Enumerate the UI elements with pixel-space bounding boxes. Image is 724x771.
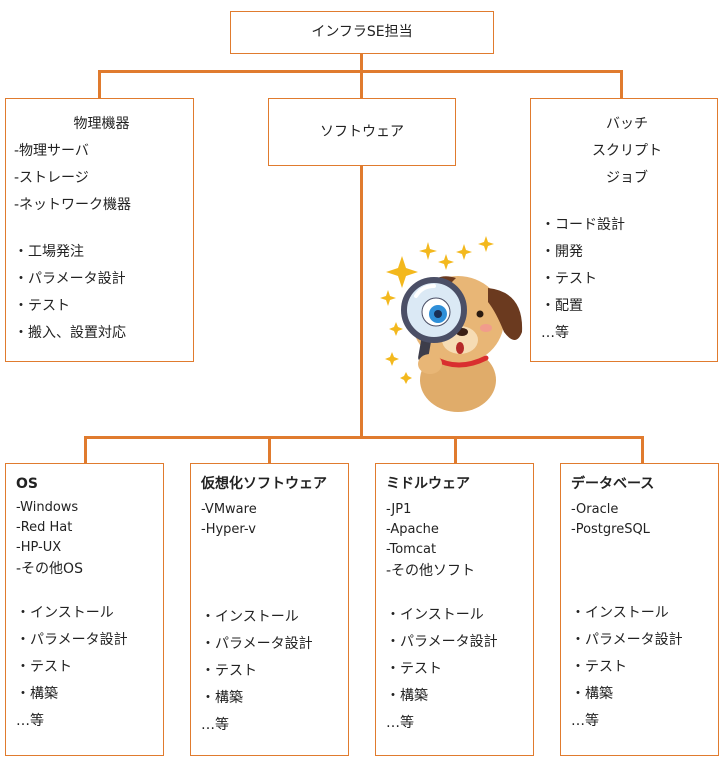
- virtual-task: ・構築: [201, 690, 243, 706]
- physical-task: ・テスト: [14, 298, 70, 314]
- virtual-task: ・テスト: [201, 663, 257, 679]
- virtual-box: 仮想化ソフトウェア -VMware -Hyper-v ・インストール ・パラメー…: [190, 463, 349, 756]
- physical-item: -ストレージ: [14, 170, 89, 186]
- database-item: -Oracle: [571, 502, 619, 517]
- batch-task: ・テスト: [541, 271, 597, 287]
- middleware-task: …等: [386, 715, 414, 731]
- connector-bottom-horizontal: [84, 436, 644, 439]
- physical-item: -ネットワーク機器: [14, 197, 132, 213]
- virtual-item: -Hyper-v: [201, 522, 256, 537]
- middleware-item: -Apache: [386, 522, 439, 537]
- os-box: OS -Windows -Red Hat -HP-UX -その他OS ・インスト…: [5, 463, 164, 756]
- os-item: -HP-UX: [16, 540, 62, 555]
- connector-root-down: [360, 53, 363, 71]
- middleware-task: ・構築: [386, 688, 428, 704]
- connector-software-down: [360, 166, 363, 438]
- middleware-box: ミドルウェア -JP1 -Apache -Tomcat -その他ソフト ・インス…: [375, 463, 534, 756]
- virtual-task: ・インストール: [201, 609, 299, 625]
- middleware-title: ミドルウェア: [386, 476, 470, 492]
- database-title: データベース: [571, 476, 655, 492]
- os-item: -Windows: [16, 500, 79, 515]
- physical-task: ・搬入、設置対応: [14, 325, 126, 341]
- software-title: ソフトウェア: [320, 124, 404, 140]
- connector-to-database: [641, 436, 644, 464]
- database-task: ・インストール: [571, 605, 669, 621]
- connector-to-batch: [620, 70, 623, 99]
- middleware-item: -JP1: [386, 502, 412, 517]
- root-label: インフラSE担当: [311, 24, 413, 40]
- connector-to-os: [84, 436, 87, 464]
- middleware-task: ・インストール: [386, 607, 484, 623]
- os-title: OS: [16, 476, 38, 492]
- batch-title: バッチ: [606, 116, 648, 132]
- os-task: ・構築: [16, 686, 58, 702]
- middleware-task: ・パラメータ設計: [386, 634, 498, 650]
- virtual-title: 仮想化ソフトウェア: [201, 476, 327, 492]
- connector-to-middleware: [454, 436, 457, 464]
- batch-title: ジョブ: [606, 170, 648, 186]
- os-task: ・パラメータ設計: [16, 632, 128, 648]
- batch-title: スクリプト: [592, 143, 662, 159]
- database-item: -PostgreSQL: [571, 522, 650, 537]
- virtual-item: -VMware: [201, 502, 257, 517]
- middleware-task: ・テスト: [386, 661, 442, 677]
- os-task: …等: [16, 713, 44, 729]
- batch-task: ・配置: [541, 298, 583, 314]
- database-task: ・構築: [571, 686, 613, 702]
- connector-to-software: [360, 70, 363, 99]
- database-task: …等: [571, 713, 599, 729]
- dog-with-magnifying-glass-icon: [376, 232, 528, 416]
- root-box: インフラSE担当: [230, 11, 494, 54]
- physical-task: ・工場発注: [14, 244, 84, 260]
- software-box: ソフトウェア: [268, 98, 456, 166]
- physical-box: 物理機器 -物理サーバ -ストレージ -ネットワーク機器 ・工場発注 ・パラメー…: [5, 98, 194, 362]
- database-task: ・テスト: [571, 659, 627, 675]
- os-item: -その他OS: [16, 561, 83, 577]
- os-task: ・インストール: [16, 605, 114, 621]
- batch-task: ・開発: [541, 244, 583, 260]
- virtual-task: ・パラメータ設計: [201, 636, 313, 652]
- middleware-item: -その他ソフト: [386, 563, 476, 579]
- middleware-item: -Tomcat: [386, 542, 437, 557]
- os-item: -Red Hat: [16, 520, 73, 535]
- physical-task: ・パラメータ設計: [14, 271, 126, 287]
- connector-to-physical: [98, 70, 101, 99]
- physical-item: -物理サーバ: [14, 143, 89, 159]
- virtual-task: …等: [201, 717, 229, 733]
- batch-task: …等: [541, 325, 569, 341]
- os-task: ・テスト: [16, 659, 72, 675]
- batch-task: ・コード設計: [541, 217, 625, 233]
- connector-to-virtual: [268, 436, 271, 464]
- batch-box: バッチ スクリプト ジョブ ・コード設計 ・開発 ・テスト ・配置 …等: [530, 98, 718, 362]
- physical-title: 物理機器: [73, 116, 130, 132]
- database-box: データベース -Oracle -PostgreSQL ・インストール ・パラメー…: [560, 463, 719, 756]
- database-task: ・パラメータ設計: [571, 632, 683, 648]
